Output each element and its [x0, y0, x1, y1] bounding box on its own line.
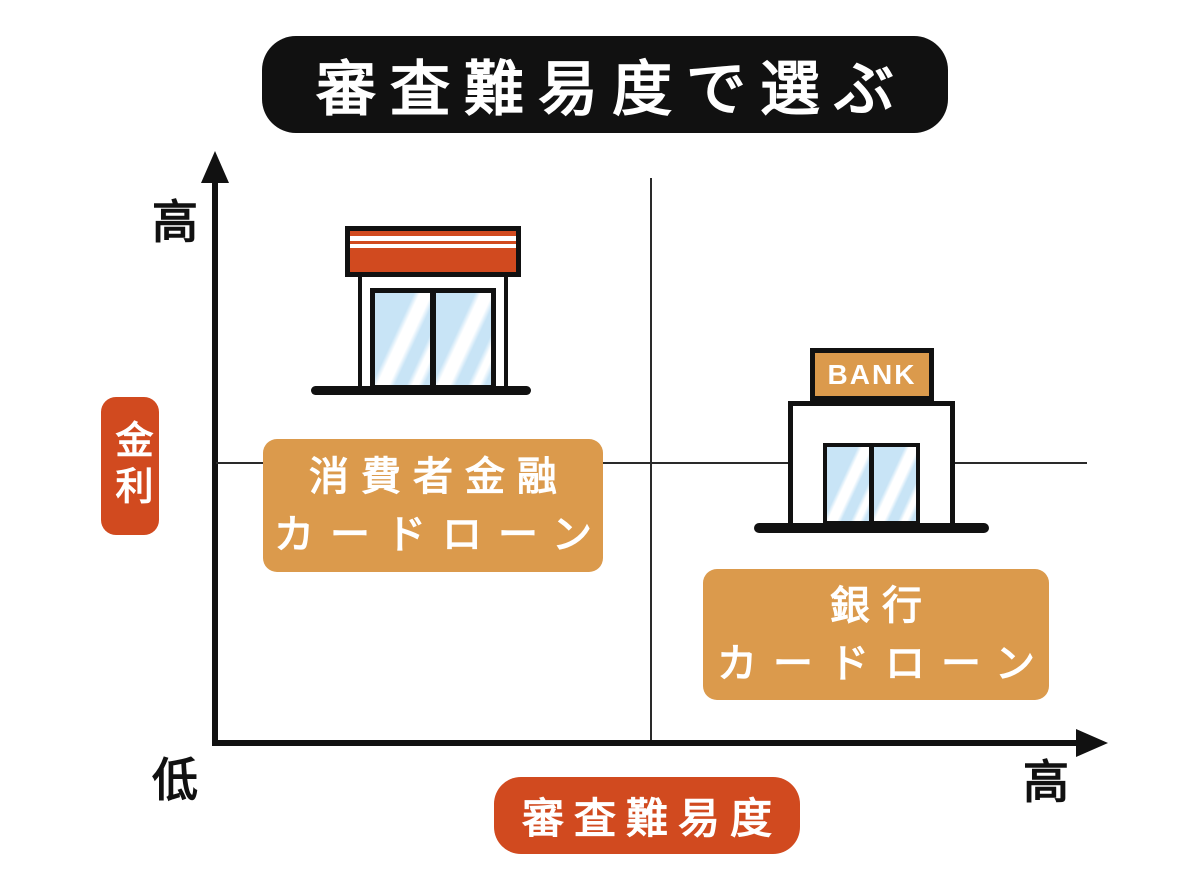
- page-title: 審査難易度で選ぶ: [316, 56, 908, 123]
- y-axis-high-label: 高: [152, 196, 198, 248]
- bank-label-line2: カードローン: [717, 641, 1051, 686]
- store-door-right: [436, 293, 491, 385]
- store-ground-line: [311, 386, 531, 395]
- quadrant-divider-horizontal: [216, 462, 1087, 464]
- bank-glass-doors: [823, 443, 920, 525]
- bank-sign-text: BANK: [827, 358, 917, 390]
- y-axis-low-label: 低: [152, 754, 198, 806]
- bank-building-icon: BANK: [754, 346, 989, 534]
- store-glass-doors: [370, 288, 496, 390]
- consumer-finance-label-line2: カードローン: [274, 512, 608, 557]
- arrow-right-icon: [1076, 729, 1108, 757]
- quadrant-divider-vertical: [650, 178, 652, 740]
- store-awning: [345, 226, 521, 277]
- bank-label-line1: 銀行: [830, 583, 934, 628]
- x-axis-high-label: 高: [1023, 756, 1069, 808]
- interest-axis-chip: 金利: [101, 397, 159, 535]
- arrow-up-icon: [201, 151, 229, 183]
- bank-door-left: [827, 447, 874, 521]
- interest-axis-label: 金利: [109, 420, 151, 512]
- consumer-finance-label-line1: 消費者金融: [309, 454, 569, 499]
- y-axis-line: [212, 160, 218, 745]
- difficulty-axis-chip: 審査難易度: [494, 777, 800, 854]
- bank-door-right: [874, 447, 916, 521]
- store-door-left: [375, 293, 436, 385]
- convenience-store-icon: [311, 224, 531, 396]
- bank-sign: BANK: [810, 348, 934, 401]
- bank-label-box: 銀行 カードローン: [703, 569, 1049, 700]
- x-axis-line: [212, 740, 1084, 746]
- difficulty-axis-label: 審査難易度: [521, 795, 782, 842]
- bank-ground-line: [754, 523, 989, 533]
- consumer-finance-label-box: 消費者金融 カードローン: [263, 439, 603, 572]
- title-banner: 審査難易度で選ぶ: [262, 36, 948, 133]
